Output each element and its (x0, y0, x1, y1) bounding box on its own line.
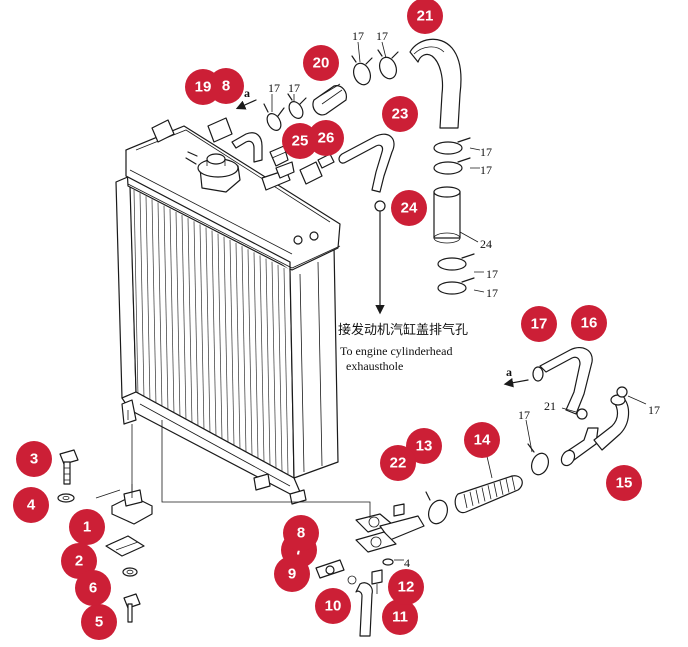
svg-text:21: 21 (417, 8, 434, 25)
mount-hardware (57, 449, 153, 623)
callout-20: 20 (303, 45, 339, 81)
svg-text:15: 15 (616, 475, 633, 492)
radiator-assembly (115, 117, 341, 505)
callout-13: 13 (406, 428, 442, 464)
callout-25: 25 (282, 123, 318, 159)
svg-text:13: 13 (416, 438, 433, 455)
callout-23: 23 (382, 96, 418, 132)
callout-5: 5 (81, 604, 117, 640)
tag-17-c: 17 (352, 29, 364, 43)
note-english-line2: exhausthole (346, 359, 403, 373)
callout-4: 4 (13, 487, 49, 523)
callout-8-lower: 8 (283, 515, 319, 551)
svg-text:16: 16 (581, 315, 598, 332)
svg-text:14: 14 (474, 432, 491, 449)
upper-hose-group (231, 38, 485, 315)
svg-text:25: 25 (292, 133, 309, 150)
callout-2: 2 (61, 543, 97, 579)
callout-14: 14 (464, 422, 500, 458)
svg-text:10: 10 (325, 598, 342, 615)
svg-text:11: 11 (392, 609, 408, 626)
svg-text:8: 8 (222, 78, 230, 95)
svg-text:22: 22 (390, 455, 407, 472)
note-chinese: 接发动机汽缸盖排气孔 (338, 322, 468, 338)
callout-16: 16 (571, 305, 607, 341)
tag-4: 4 (404, 556, 410, 570)
callout-12: 12 (388, 569, 424, 605)
svg-text:17: 17 (531, 316, 548, 333)
tag-24: 24 (480, 237, 492, 251)
routing-note: 接发动机汽缸盖排气孔 To engine cylinderhead exhaus… (338, 322, 468, 373)
svg-text:8: 8 (297, 525, 305, 542)
callout-26: 26 (308, 120, 344, 156)
tag-17-j: 17 (518, 408, 530, 422)
tag-17-e: 17 (480, 145, 492, 159)
callout-24: 24 (391, 190, 427, 226)
tag-a-left: a (244, 86, 250, 100)
right-hose-group (131, 347, 647, 637)
callout-17: 17 (521, 306, 557, 342)
callout-15: 15 (606, 465, 642, 501)
callout-21: 21 (407, 0, 443, 34)
hose-corrugations (463, 476, 516, 509)
svg-text:26: 26 (318, 130, 335, 147)
note-english-line1: To engine cylinderhead (340, 344, 452, 358)
svg-text:20: 20 (313, 55, 330, 72)
radiator-fins (133, 189, 289, 475)
svg-text:1: 1 (83, 519, 91, 536)
callout-10: 10 (315, 588, 351, 624)
callout-1: 1 (69, 509, 105, 545)
tag-17-d: 17 (376, 29, 388, 43)
svg-text:2: 2 (75, 553, 83, 570)
callout-6: 6 (75, 570, 111, 606)
tag-a-right: a (506, 365, 512, 379)
svg-text:12: 12 (398, 579, 415, 596)
callout-3: 3 (16, 441, 52, 477)
svg-text:9: 9 (288, 566, 296, 583)
callout-11: 11 (382, 599, 418, 635)
svg-text:6: 6 (89, 580, 97, 597)
tag-17-i: 17 (648, 403, 660, 417)
tag-17-g: 17 (486, 267, 498, 281)
tag-17-b: 17 (288, 81, 300, 95)
tag-17-h: 17 (486, 286, 498, 300)
svg-text:24: 24 (401, 200, 418, 217)
svg-text:23: 23 (392, 106, 409, 123)
svg-text:19: 19 (195, 79, 212, 96)
callout-22: 22 (380, 445, 416, 481)
svg-text:4: 4 (27, 497, 36, 514)
callout-19: 19 (185, 69, 221, 105)
svg-text:3: 3 (30, 451, 38, 468)
svg-text:5: 5 (95, 614, 103, 631)
callout-9: 9 (274, 556, 310, 592)
tag-17-f: 17 (480, 163, 492, 177)
part-number-tags: 17 17 17 17 17 17 24 17 17 21 17 17 4 a … (244, 29, 660, 570)
tag-17-a: 17 (268, 81, 280, 95)
callouts: 1 2 3 4 5 6 7 8 9 10 11 12 13 14 15 16 1… (13, 0, 642, 640)
tag-21: 21 (544, 399, 556, 413)
